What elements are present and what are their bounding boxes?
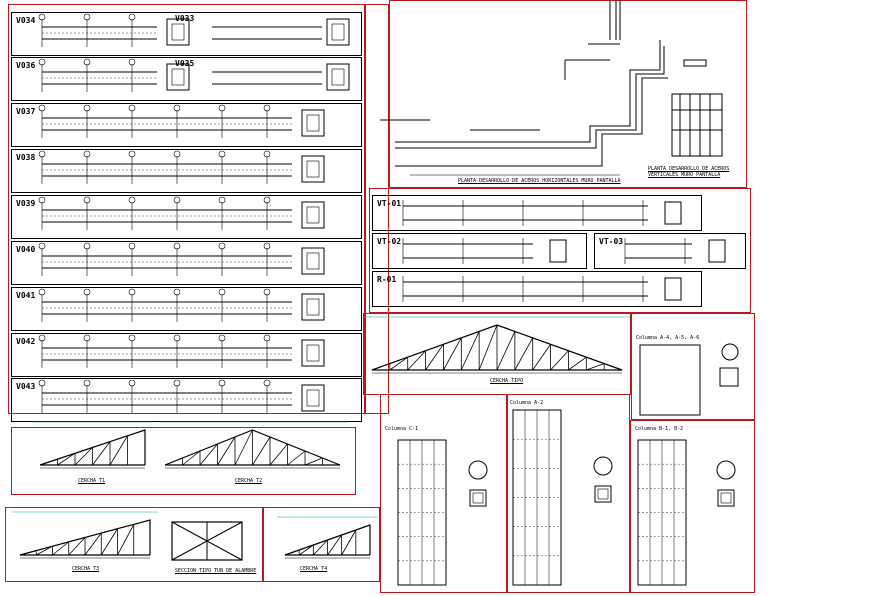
beam-tag: VT-02: [377, 237, 402, 246]
beam-detail: [38, 196, 325, 230]
truss-shape: [364, 316, 630, 374]
truss-t2-label: CERCHA T2: [235, 478, 263, 484]
mid-beam-vt-03: VT-03: [594, 233, 746, 269]
beam-v039: V039: [11, 195, 362, 239]
column-detail: [397, 439, 488, 586]
beam-tag: V039: [16, 199, 36, 208]
beam-detail: [38, 150, 325, 184]
beam-detail: [38, 334, 325, 368]
beam-tag: V034: [16, 16, 36, 25]
truss-panel-3b: [263, 507, 380, 582]
beam-tag: V040: [16, 245, 36, 254]
beam-detail: [624, 238, 726, 264]
column-panel-a2: [507, 394, 630, 593]
truss-shape: [277, 516, 378, 559]
beam-tag: VT-03: [599, 237, 624, 246]
beam-tag: R-01: [377, 275, 397, 284]
beam-detail: [38, 104, 325, 138]
beams-panel-right-strip: [365, 4, 389, 414]
truss-section-label: SECCION TIPO TUB DE ALAMBRE: [175, 568, 257, 574]
beams-panel: [8, 4, 365, 414]
beam-v037: V037: [11, 103, 362, 147]
column-title-a456: Columna A-4, A-5, A-6: [636, 335, 700, 341]
beam-detail: [402, 200, 682, 226]
truss-shape: [157, 421, 348, 469]
column-title-c1: Columna C-1: [385, 426, 419, 432]
truss-t4-label: CERCHA T4: [300, 566, 328, 572]
beam-tag: V042: [16, 337, 36, 346]
truss-main-label: CERCHA TIPO: [490, 378, 524, 384]
beam-tag: V037: [16, 107, 36, 116]
beam-v038: V038: [11, 149, 362, 193]
column-panel-c1: [380, 394, 507, 593]
beam-v041: V041: [11, 287, 362, 331]
beam-detail: [38, 242, 325, 276]
beam-v034: V034: [11, 12, 362, 56]
beam-tag: V041: [16, 291, 36, 300]
column-panel-a456: [631, 313, 755, 420]
beam-tag: VT-01: [377, 199, 402, 208]
mid-beam-r-01: R-01: [372, 271, 702, 307]
truss-shape: [12, 511, 158, 559]
truss-section: [171, 521, 243, 561]
column-panel-b12: [630, 420, 755, 593]
beam-detail: [38, 379, 325, 413]
truss-shape: [32, 421, 153, 469]
truss-t1-label: CERCHA T1: [78, 478, 106, 484]
mid-beams-panel: [369, 188, 751, 313]
beam-detail: [38, 58, 350, 92]
wall-plan-title: PLANTA DESARROLLO DE ACEROS HORIZONTALES…: [458, 178, 621, 184]
truss-panel-2: [11, 427, 356, 495]
beam-tag: V043: [16, 382, 36, 391]
beam-detail: [402, 238, 567, 264]
column-detail-small: [639, 343, 739, 416]
beam-v042: V042: [11, 333, 362, 377]
column-title-a2: Columna A-2: [510, 400, 544, 406]
column-title-b12: Columna B-1, B-2: [635, 426, 684, 432]
beam-detail: [38, 13, 350, 47]
beam-detail: [402, 276, 682, 302]
beam-v043: V043: [11, 378, 362, 422]
beam-tag-right: V033: [175, 14, 195, 23]
column-detail: [512, 409, 613, 586]
truss-panel-3a: [5, 507, 263, 582]
wall-panel: [389, 0, 747, 188]
truss-t3-label: CERCHA T3: [72, 566, 100, 572]
beam-v040: V040: [11, 241, 362, 285]
beam-tag-right: V035: [175, 59, 195, 68]
mid-beam-vt-01: VT-01: [372, 195, 702, 231]
column-detail: [637, 439, 736, 586]
wall-vertical-title: PLANTA DESARROLLO DE ACEROS VERTICALES M…: [648, 166, 730, 178]
beam-detail: [38, 288, 325, 322]
beam-v036: V036: [11, 57, 362, 101]
mid-beam-vt-02: VT-02: [372, 233, 587, 269]
beam-tag: V036: [16, 61, 36, 70]
beam-tag: V038: [16, 153, 36, 162]
